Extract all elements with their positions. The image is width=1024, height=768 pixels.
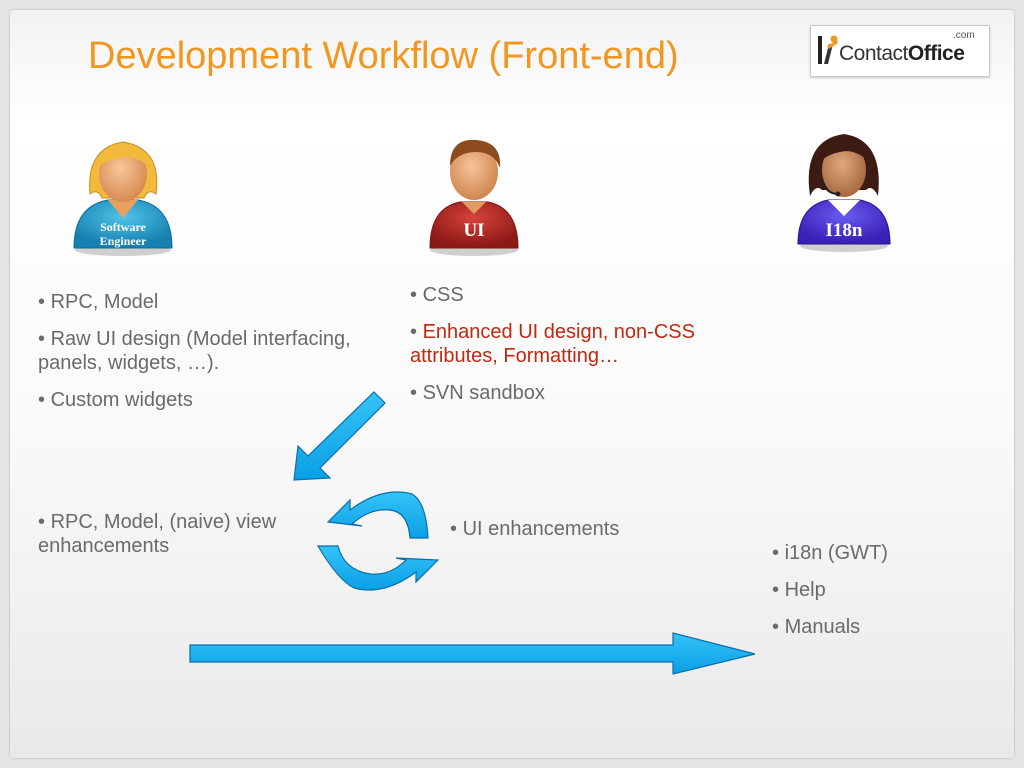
- list-item: • Custom widgets: [38, 389, 193, 411]
- down-left-arrow-icon: [293, 391, 386, 481]
- software-engineer-label: Software Engineer: [92, 220, 154, 248]
- list-item-text: RPC, Model, (naive) view enhancements: [38, 511, 277, 557]
- list-item: • RPC, Model: [38, 291, 159, 313]
- list-item: • i18n (GWT): [772, 542, 888, 564]
- logo-figure-icon: [818, 35, 838, 64]
- logo-text-bold: Office: [907, 42, 965, 65]
- list-item-text: CSS: [422, 284, 464, 306]
- logo-text-regular: Contact: [839, 42, 908, 65]
- list-item-text: Enhanced UI design, non-CSS attributes, …: [410, 321, 695, 367]
- list-item: • SVN sandbox: [410, 382, 545, 404]
- woman-headset-icon: [797, 134, 891, 252]
- woman-engineer-icon: [73, 141, 173, 256]
- list-item: • Raw UI design (Model interfacing, pane…: [38, 328, 351, 374]
- list-item-text: i18n (GWT): [784, 542, 888, 564]
- workflow-arrows: [189, 391, 756, 675]
- list-item-highlight: • Enhanced UI design, non-CSS attributes…: [410, 321, 695, 367]
- list-item-text: UI enhancements: [462, 518, 620, 540]
- i18n-tasks: • i18n (GWT) • Help • Manuals: [772, 541, 992, 652]
- ui-label: UI: [463, 220, 485, 241]
- software-engineer-avatar: Software Engineer: [68, 128, 178, 263]
- list-item-text: Raw UI design (Model interfacing, panels…: [38, 328, 351, 374]
- logo-wordmark: ContactOffice: [839, 42, 965, 66]
- logo-superscript: .com: [953, 30, 975, 41]
- software-engineer-label-line2: Engineer: [99, 234, 147, 248]
- i18n-label: I18n: [825, 220, 863, 241]
- iteration-left-text: • RPC, Model, (naive) view enhancements: [38, 510, 328, 571]
- iteration-right-text: • UI enhancements: [450, 517, 690, 554]
- list-item-text: Help: [784, 579, 826, 601]
- list-item: • UI enhancements: [450, 518, 620, 540]
- list-item: • RPC, Model, (naive) view enhancements: [38, 511, 277, 557]
- list-item: • Manuals: [772, 616, 861, 638]
- contactoffice-logo: ContactOffice .com: [810, 25, 990, 77]
- list-item: • CSS: [410, 284, 464, 306]
- list-item: • Help: [772, 579, 826, 601]
- list-item-text: RPC, Model: [50, 291, 159, 313]
- software-engineer-label-line1: Software: [100, 220, 146, 234]
- slide: Development Workflow (Front-end) Contact…: [10, 10, 1014, 758]
- right-arrow-icon: [189, 632, 756, 675]
- i18n-avatar: I18n: [788, 126, 908, 261]
- ui-designer-avatar: UI: [424, 128, 534, 263]
- list-item-text: Custom widgets: [50, 389, 193, 411]
- software-engineer-tasks: • RPC, Model • Raw UI design (Model inte…: [38, 290, 378, 425]
- page-title: Development Workflow (Front-end): [88, 35, 679, 77]
- man-ui-icon: [429, 139, 519, 256]
- cycle-arrows-icon: [316, 491, 440, 591]
- list-item-text: Manuals: [784, 616, 861, 638]
- ui-tasks: • CSS • Enhanced UI design, non-CSS attr…: [410, 283, 750, 418]
- list-item-text: SVN sandbox: [422, 382, 545, 404]
